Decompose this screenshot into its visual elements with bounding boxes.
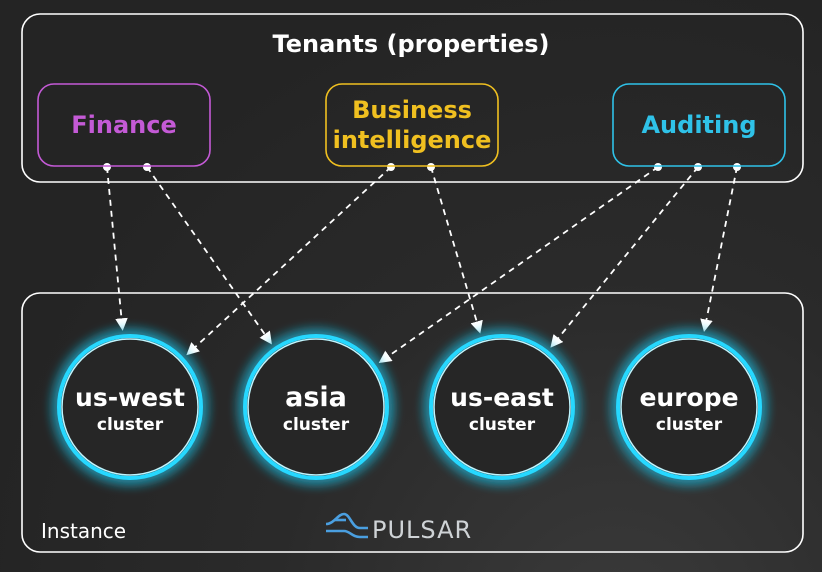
connection-anchor-dot	[143, 163, 151, 171]
connection-finance-to-us-west	[103, 163, 128, 331]
cluster-sub-us-west: cluster	[97, 415, 164, 435]
clusters-layer: us-westclusterasiaclusterus-eastclustere…	[57, 334, 762, 480]
connection-auditing-to-europe	[700, 163, 741, 333]
cluster-sub-europe: cluster	[656, 415, 723, 435]
cluster-name-asia: asia	[285, 382, 347, 413]
connection-business-intelligence-to-us-west	[186, 163, 395, 356]
tenant-label-finance: Finance	[71, 111, 177, 139]
cluster-us-east: us-east cluster	[429, 334, 575, 480]
cluster-sub-us-east: cluster	[469, 415, 536, 435]
cluster-europe: europe cluster	[616, 334, 762, 480]
cluster-name-us-east: us-east	[450, 383, 554, 412]
connection-business-intelligence-to-us-east	[427, 163, 483, 334]
connection-auditing-to-asia	[378, 163, 662, 364]
cluster-sub-asia: cluster	[283, 415, 350, 435]
tenant-auditing: Auditing	[612, 83, 786, 167]
tenant-label-business-intelligence: Business	[352, 96, 472, 124]
tenants-panel	[21, 13, 804, 183]
cluster-us-west: us-west cluster	[57, 334, 203, 480]
connection-auditing-to-us-east	[550, 163, 702, 348]
connection-anchor-dot	[103, 163, 111, 171]
tenant-label-auditing: Auditing	[641, 111, 756, 139]
instance-panel	[21, 292, 804, 553]
connection-finance-to-asia	[143, 163, 272, 345]
connection-anchor-dot	[387, 163, 395, 171]
connection-anchor-dot	[733, 163, 741, 171]
cluster-name-us-west: us-west	[75, 383, 185, 412]
pulsar-logo-icon	[325, 512, 368, 539]
cluster-name-europe: europe	[639, 383, 738, 412]
tenant-box-auditing	[612, 83, 786, 167]
instance-label: Instance	[41, 519, 126, 543]
connection-anchor-dot	[654, 163, 662, 171]
tenant-label-business-intelligence: intelligence	[333, 126, 492, 154]
connection-anchor-dot	[694, 163, 702, 171]
tenants-title: Tenants (properties)	[273, 30, 550, 58]
connection-anchor-dot	[427, 163, 435, 171]
tenant-finance: Finance	[37, 83, 211, 167]
connections-layer	[103, 163, 741, 364]
pulsar-brand: PULSAR	[372, 516, 472, 544]
tenant-box-finance	[37, 83, 211, 167]
tenant-box-business-intelligence	[325, 83, 499, 167]
